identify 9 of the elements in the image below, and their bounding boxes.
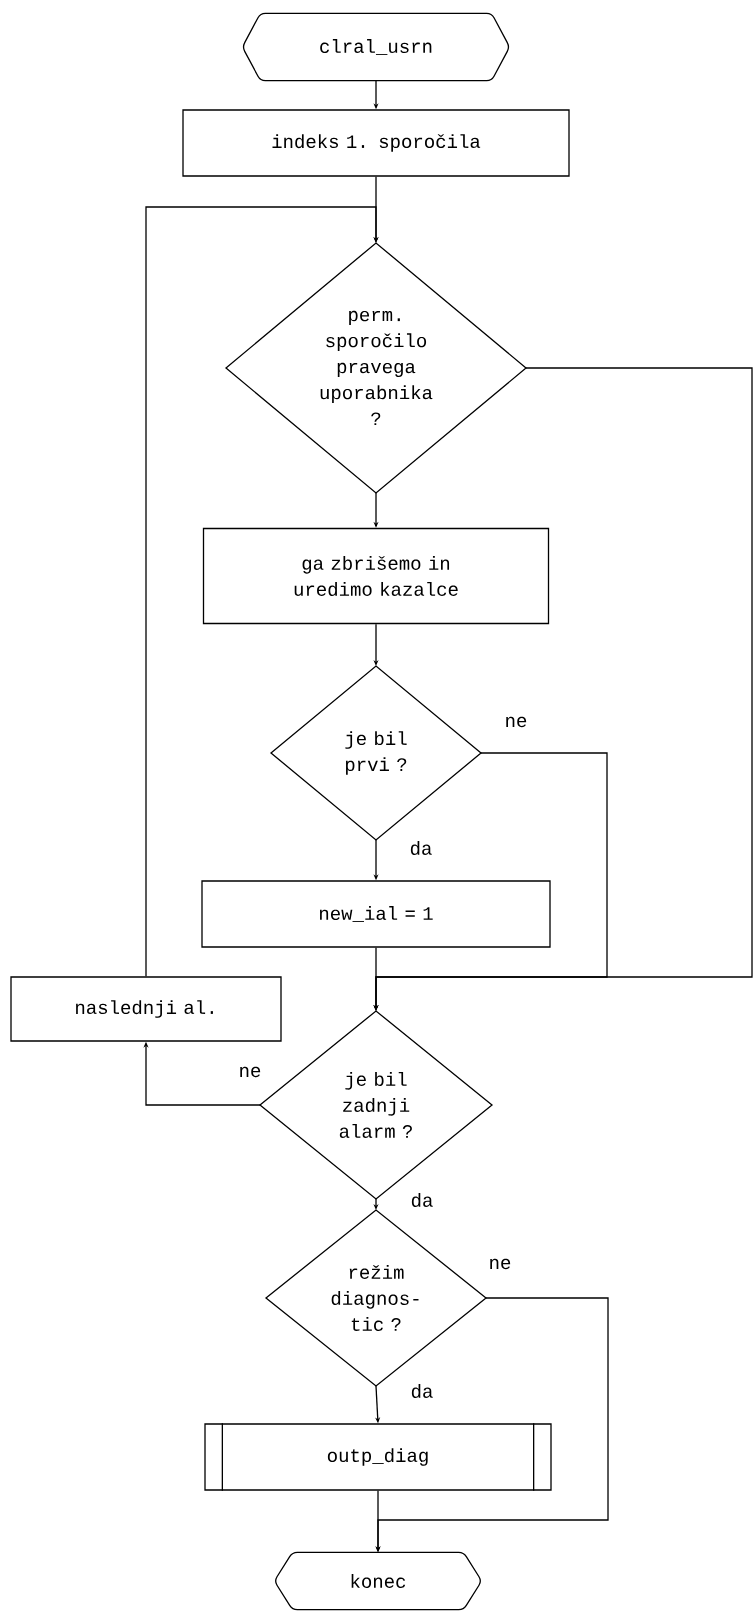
arrow <box>145 206 379 977</box>
subroutine-box: outp_diag <box>204 1422 552 1492</box>
process-box: indeks 1. sporočila <box>182 109 570 177</box>
process-box: ga zbrišemo in uredimo kazalce <box>202 527 550 625</box>
edge-label: ne <box>487 1257 513 1271</box>
edge-label: da <box>408 840 434 856</box>
process-box: new_ial = 1 <box>201 880 551 948</box>
edge-label: ne <box>503 715 529 729</box>
process-box: naslednji al. <box>10 976 282 1042</box>
